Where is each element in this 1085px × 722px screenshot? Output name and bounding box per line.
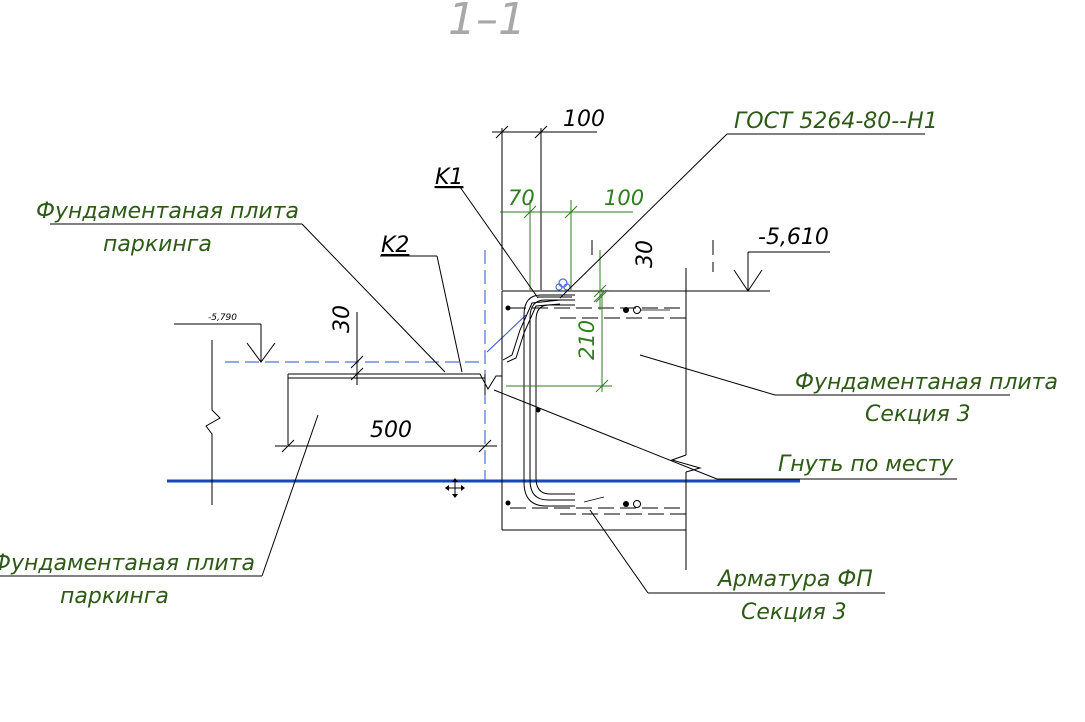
level-right-label: -5,610 <box>758 225 829 250</box>
callout-k2: K2 <box>380 233 463 373</box>
move-cursor-icon <box>445 478 465 498</box>
dim-500-label: 500 <box>370 418 412 443</box>
callout-section3-line1: Фундаментаная плита <box>795 370 1058 395</box>
parking-slab <box>205 340 502 505</box>
callout-k1-label: K1 <box>435 165 463 190</box>
snap-marker-icon <box>555 278 571 291</box>
callout-gost-label: ГОСТ 5264-80--Н1 <box>734 109 938 134</box>
dim-70-label: 70 <box>508 186 535 210</box>
callout-bend-on-site: Гнуть по месту <box>493 389 957 480</box>
dim-210-label: 210 <box>575 320 599 360</box>
section3-slab <box>501 240 770 570</box>
callout-rebar-line1: Арматура ФП <box>716 567 873 592</box>
callout-section3-slab: Фундаментаная плита Секция 3 <box>639 354 1058 427</box>
callout-parking-bottom-line2: паркинга <box>60 584 169 609</box>
callout-parking-top-line2: паркинга <box>103 232 212 257</box>
callout-rebar-line2: Секция 3 <box>741 600 847 625</box>
callout-parking-bottom-line1: Фундаментаная плита <box>0 551 255 576</box>
callout-k1: K1 <box>434 165 539 299</box>
blue-dash-diag <box>486 314 527 353</box>
callout-gost: ГОСТ 5264-80--Н1 <box>559 109 938 299</box>
dim-30-left-label: 30 <box>330 305 355 333</box>
dimension-210: 210 <box>506 289 612 393</box>
dimension-30-left: 30 <box>330 305 364 385</box>
callout-parking-top-line1: Фундаментаная плита <box>36 199 299 224</box>
dimension-30-right: 30 <box>593 240 658 310</box>
dimension-100-top: 100 <box>492 107 605 290</box>
callout-section3-line2: Секция 3 <box>865 402 971 427</box>
dim-30-right-label: 30 <box>633 240 658 268</box>
dimension-70-100-green: 70 100 <box>500 186 644 290</box>
level-mark-right: -5,610 <box>733 225 830 292</box>
section-title: 1–1 <box>448 0 526 45</box>
callout-k2-label: K2 <box>381 233 409 258</box>
dimension-500: 500 <box>275 418 497 453</box>
callout-parking-slab-bottom: Фундаментаная плита паркинга <box>0 414 319 609</box>
callout-rebar: Арматура ФП Секция 3 <box>589 509 885 625</box>
callout-bend-on-site-label: Гнуть по месту <box>778 452 954 477</box>
dim-100-green-label: 100 <box>604 186 644 210</box>
level-mark-left: -5,790 <box>174 313 276 363</box>
level-left-label: -5,790 <box>208 313 237 323</box>
callout-parking-slab-top: Фундаментаная плита паркинга <box>36 199 446 373</box>
dim-100-top-label: 100 <box>563 107 605 132</box>
